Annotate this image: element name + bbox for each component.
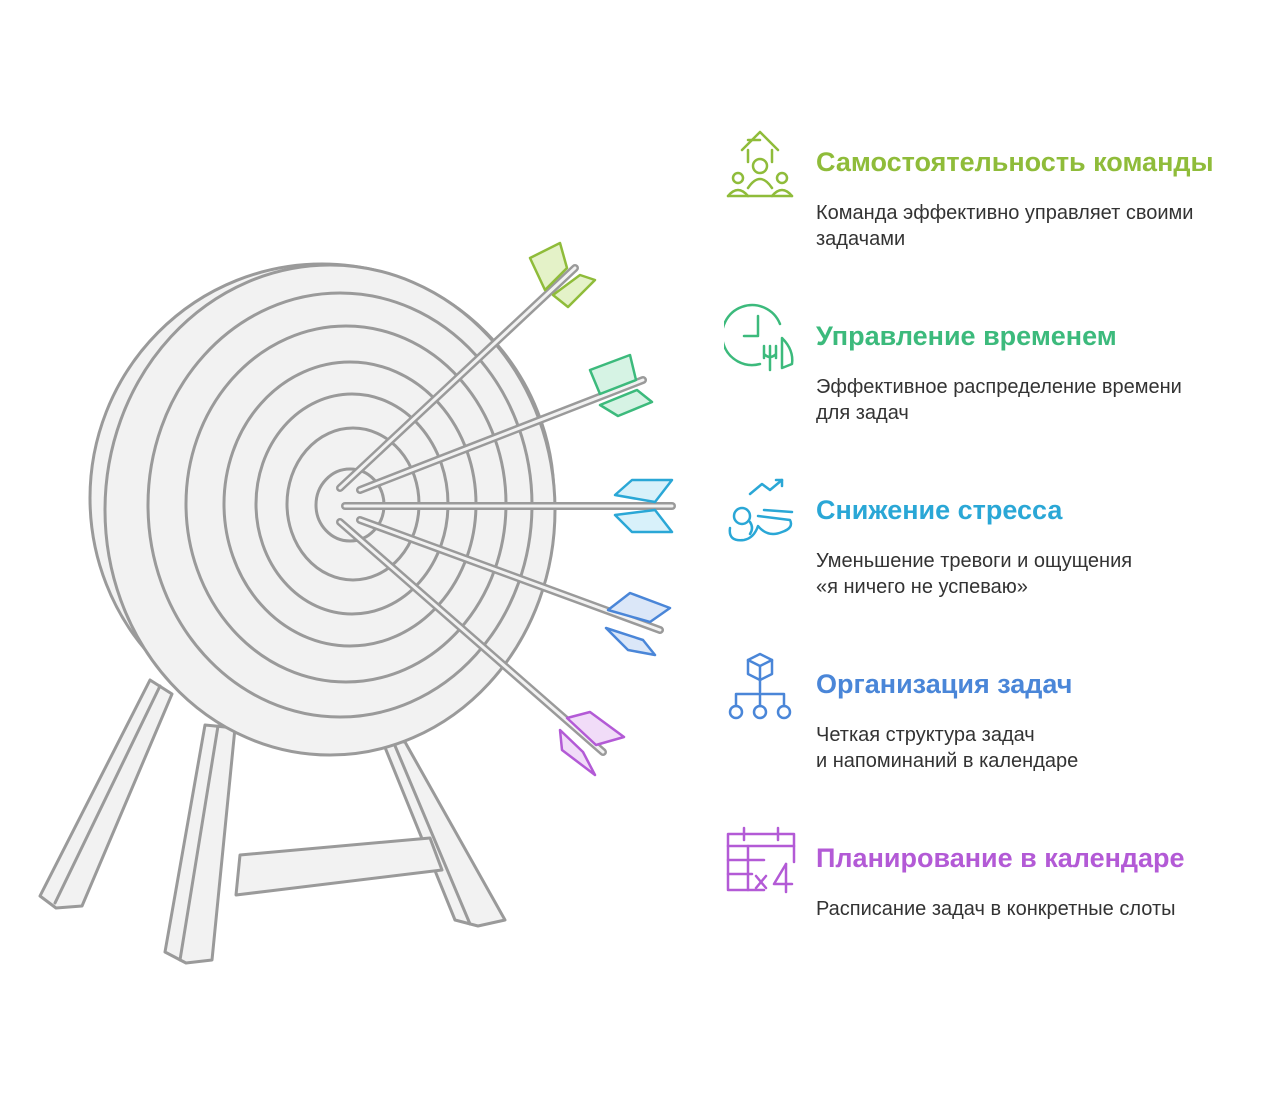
arrow-purple <box>336 518 626 777</box>
item-title: Самостоятельность команды <box>816 147 1214 177</box>
item-description: Уменьшение тревоги и ощущения «я ничего … <box>816 550 1133 598</box>
relaxation-icon <box>728 478 794 542</box>
arrow-lime <box>336 241 597 492</box>
item-title: Организация задач <box>816 669 1073 699</box>
arrow-cyan <box>341 478 676 534</box>
item-description: Эффективное распределение времени для за… <box>816 376 1182 424</box>
target-stand <box>38 678 507 965</box>
item-title: Снижение стресса <box>816 495 1063 525</box>
arrow-green <box>356 353 654 494</box>
item-title: Планирование в календаре <box>816 843 1185 873</box>
hierarchy-icon <box>728 652 792 720</box>
item-title: Управление временем <box>816 321 1117 351</box>
item-description: Четкая структура задач и напоминаний в к… <box>816 724 1079 772</box>
time-management-icon <box>724 303 794 372</box>
item-description: Команда эффективно управляет своими зада… <box>816 202 1194 250</box>
calendar-icon <box>726 826 796 894</box>
team-growth-icon <box>726 130 794 198</box>
arrow-blue <box>356 516 672 657</box>
item-description: Расписание задач в конкретные слоты <box>816 898 1176 920</box>
target-illustration <box>38 241 676 965</box>
